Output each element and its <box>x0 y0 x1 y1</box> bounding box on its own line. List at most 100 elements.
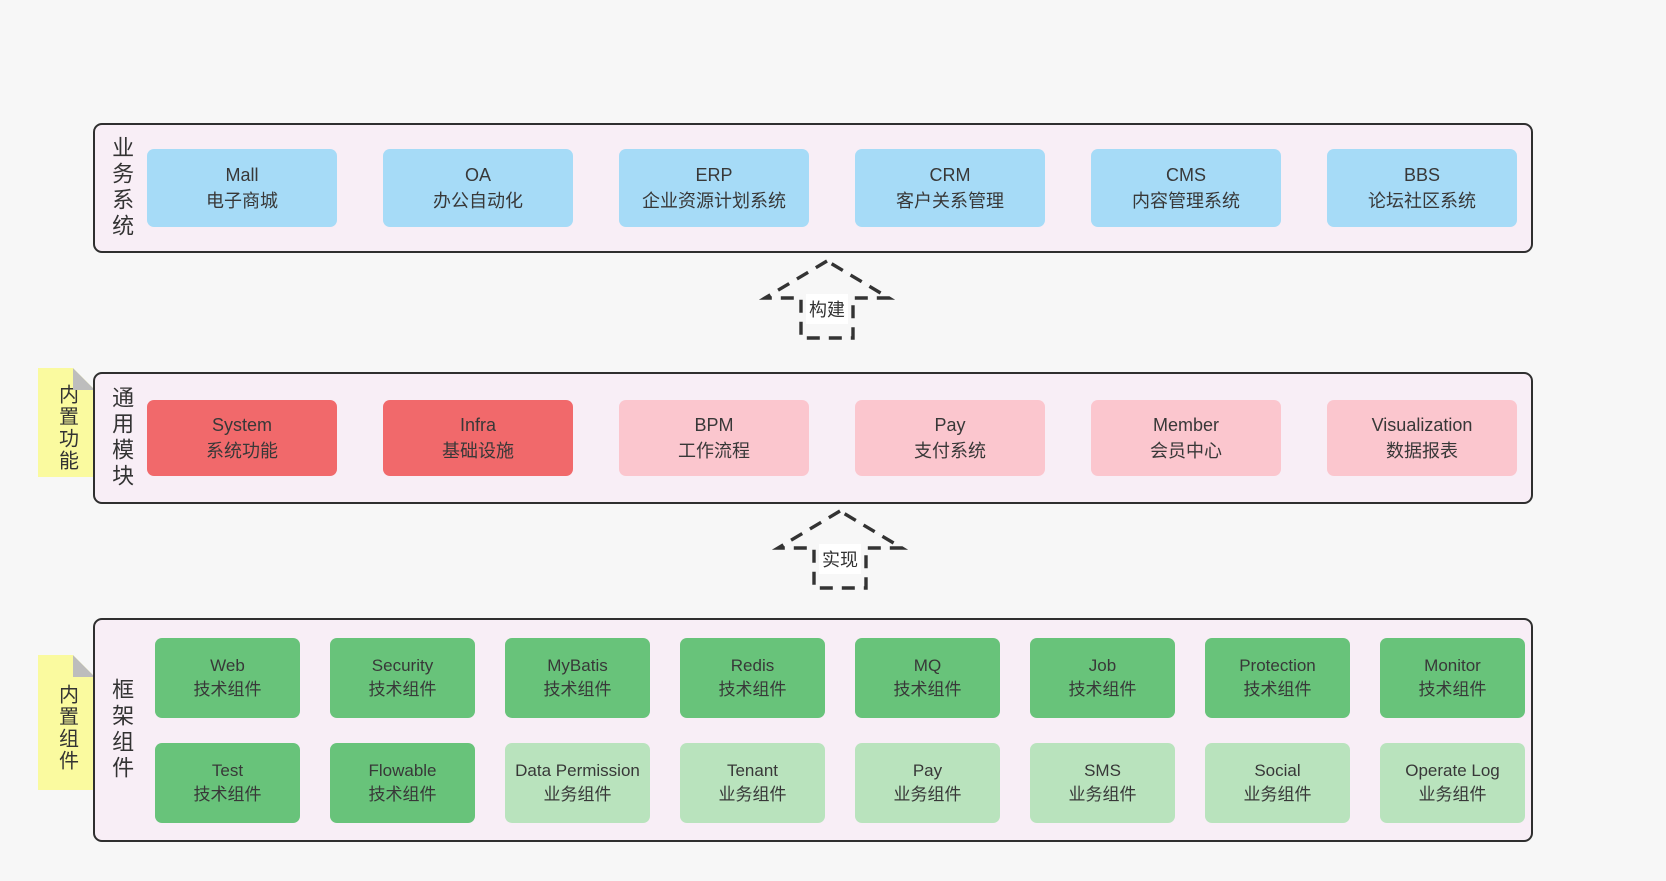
box-desc: 业务组件 <box>893 784 962 804</box>
build-arrow: 构建 <box>757 256 897 342</box>
box-name: Tenant <box>726 760 779 780</box>
box-system: System 系统功能 <box>147 400 337 476</box>
box-name: CRM <box>929 164 971 185</box>
box-desc: 技术组件 <box>1418 679 1487 699</box>
box-oa: OA 办公自动化 <box>383 149 573 227</box>
box-desc: 技术组件 <box>368 784 437 804</box>
box-desc: 客户关系管理 <box>896 191 1004 211</box>
box-desc: 技术组件 <box>368 679 437 699</box>
box-name: MyBatis <box>547 655 608 675</box>
box-name: OA <box>464 164 491 185</box>
box-sms: SMS 业务组件 <box>1030 742 1175 823</box>
box-redis: Redis 技术组件 <box>680 637 825 718</box>
box-name: Mall <box>225 164 259 185</box>
panel-label-text: 业务系统 <box>109 136 135 240</box>
box-desc: 业务组件 <box>1243 784 1312 804</box>
box-flowable: Flowable 技术组件 <box>330 742 475 823</box>
box-mq: MQ 技术组件 <box>855 637 1000 718</box>
box-name: Infra <box>459 414 497 435</box>
box-cms: CMS 内容管理系统 <box>1091 149 1281 227</box>
box-name: Security <box>371 655 434 675</box>
sticky-text: 内置组件 <box>55 683 78 772</box>
box-bbs: BBS 论坛社区系统 <box>1327 149 1517 227</box>
up-arrow-icon <box>771 509 909 590</box>
box-name: SMS <box>1084 760 1121 780</box>
box-desc: 办公自动化 <box>433 191 523 211</box>
components-row-1: Web 技术组件 Security 技术组件 MyBatis 技术组件 Redi… <box>155 637 1531 718</box>
components-box-rows: Web 技术组件 Security 技术组件 MyBatis 技术组件 Redi… <box>147 620 1531 840</box>
box-name: Web <box>210 655 245 675</box>
box-desc: 技术组件 <box>193 784 262 804</box>
box-desc: 论坛社区系统 <box>1368 191 1476 211</box>
box-desc: 电子商城 <box>206 191 278 211</box>
box-bpm: BPM 工作流程 <box>619 400 809 476</box>
box-name: Monitor <box>1424 655 1481 675</box>
box-web: Web 技术组件 <box>155 637 300 718</box>
box-desc: 会员中心 <box>1150 441 1222 461</box>
components-row-2: Test 技术组件 Flowable 技术组件 Data Permission … <box>155 742 1531 823</box>
box-desc: 内容管理系统 <box>1132 191 1240 211</box>
box-desc: 技术组件 <box>1068 679 1137 699</box>
box-pay-component: Pay 业务组件 <box>855 742 1000 823</box>
box-desc: 技术组件 <box>543 679 612 699</box>
panel-framework-components: 框架组件 Web 技术组件 Security 技术组件 MyBatis 技术组件… <box>93 618 1533 842</box>
box-desc: 技术组件 <box>893 679 962 699</box>
box-desc: 技术组件 <box>193 679 262 699</box>
box-crm: CRM 客户关系管理 <box>855 149 1045 227</box>
box-name: MQ <box>913 655 942 675</box>
sticky-builtin-components: 内置组件 <box>38 655 95 790</box>
box-desc: 技术组件 <box>1243 679 1312 699</box>
box-member: Member 会员中心 <box>1091 400 1281 476</box>
modules-box-row: System 系统功能 Infra 基础设施 BPM 工作流程 Pay 支付系统… <box>147 374 1531 502</box>
box-pay-system: Pay 支付系统 <box>855 400 1045 476</box>
box-protection: Protection 技术组件 <box>1205 637 1350 718</box>
sticky-text: 内置功能 <box>55 383 78 472</box>
box-desc: 支付系统 <box>914 441 986 461</box>
box-desc: 系统功能 <box>206 441 278 461</box>
box-erp: ERP 企业资源计划系统 <box>619 149 809 227</box>
box-name: Redis <box>730 655 775 675</box>
box-name: CMS <box>1166 164 1206 185</box>
box-social: Social 业务组件 <box>1205 742 1350 823</box>
sticky-builtin-features: 内置功能 <box>38 368 95 477</box>
box-name: Operate Log <box>1405 760 1500 780</box>
box-infra: Infra 基础设施 <box>383 400 573 476</box>
box-name: Job <box>1088 655 1117 675</box>
box-name: Flowable <box>368 760 437 780</box>
box-tenant: Tenant 业务组件 <box>680 742 825 823</box>
box-name: Protection <box>1239 655 1316 675</box>
panel-modules-label: 通用模块 <box>95 374 147 502</box>
implement-arrow-label: 实现 <box>819 544 861 574</box>
box-name: Test <box>211 760 244 780</box>
box-job: Job 技术组件 <box>1030 637 1175 718</box>
box-desc: 业务组件 <box>718 784 787 804</box>
implement-arrow: 实现 <box>770 506 910 592</box>
box-desc: 工作流程 <box>678 441 750 461</box>
up-arrow-icon <box>758 259 896 340</box>
box-desc: 技术组件 <box>718 679 787 699</box>
box-mybatis: MyBatis 技术组件 <box>505 637 650 718</box>
box-name: ERP <box>695 164 733 185</box>
box-data-permission: Data Permission 业务组件 <box>505 742 650 823</box>
box-name: BBS <box>1403 164 1441 185</box>
box-desc: 业务组件 <box>1068 784 1137 804</box>
box-test: Test 技术组件 <box>155 742 300 823</box>
build-arrow-label: 构建 <box>806 294 848 324</box>
box-name: System <box>211 414 272 435</box>
box-mall: Mall 电子商城 <box>147 149 337 227</box>
box-name: Pay <box>934 414 966 435</box>
panel-components-label: 框架组件 <box>95 620 147 840</box>
box-name: Visualization <box>1371 414 1473 435</box>
panel-common-modules: 通用模块 System 系统功能 Infra 基础设施 BPM 工作流程 Pay… <box>93 372 1533 504</box>
box-name: Social <box>1254 760 1301 780</box>
box-name: Data Permission <box>515 760 640 780</box>
panel-label-text: 框架组件 <box>109 678 135 782</box>
box-name: Member <box>1152 414 1219 435</box>
panel-business-systems: 业务系统 Mall 电子商城 OA 办公自动化 ERP 企业资源计划系统 CRM… <box>93 123 1533 253</box>
box-desc: 业务组件 <box>543 784 612 804</box>
business-box-row: Mall 电子商城 OA 办公自动化 ERP 企业资源计划系统 CRM 客户关系… <box>147 125 1531 251</box>
panel-business-label: 业务系统 <box>95 125 147 251</box>
box-security: Security 技术组件 <box>330 637 475 718</box>
box-name: Pay <box>912 760 943 780</box>
